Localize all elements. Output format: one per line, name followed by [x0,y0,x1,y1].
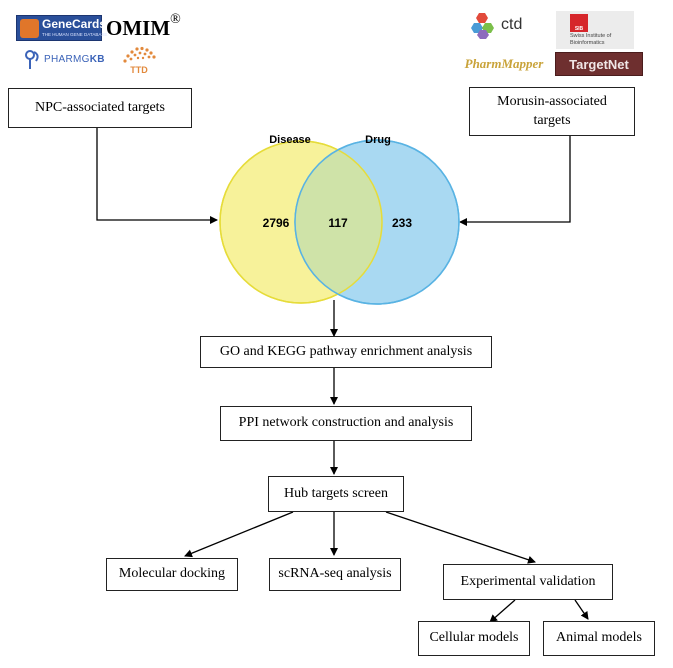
arrow-experimental-to-animal [574,599,589,620]
ctd-logo: ctd [470,10,532,40]
molecular-docking-box: Molecular docking [106,558,238,591]
arrow-experimental-to-cellular [489,599,516,623]
arrow-hub-to-experimental [385,511,536,564]
genecards-name: GeneCards [42,17,107,31]
venn-right-only-count: 233 [392,216,412,230]
genecards-tagline: THE HUMAN GENE DATABASE [42,32,108,37]
venn-overlap-count: 117 [328,216,348,230]
ttd-logo: TTD [114,44,164,76]
omim-registered-mark: ® [170,12,181,27]
pharmgkb-emblem-icon [25,50,39,69]
pharmmapper-name: PharmMapper [464,56,544,71]
venn-diagram: Disease Drug 2796 117 233 [219,134,460,305]
pharmgkb-name-part1: PHARMG [44,53,90,65]
sib-badge-text: SIB [574,26,584,32]
scrna-seq-box: scRNA-seq analysis [269,558,401,591]
morusin-targets-box: Morusin-associated targets [469,87,635,136]
sib-badge-icon: SIB [570,14,588,32]
venn-left-label: Disease [269,134,311,146]
cellular-models-box: Cellular models [418,621,530,656]
genecards-logo: GeneCards THE HUMAN GENE DATABASE [16,15,108,41]
venn-left-only-count: 2796 [263,216,290,230]
experimental-validation-box: Experimental validation [443,564,613,600]
genecards-emblem-icon [20,19,39,38]
pharmgkb-logo: PHARMGKB [24,46,110,72]
ppi-box: PPI network construction and analysis [220,406,472,441]
morusin-line2: targets [533,112,571,128]
pharmmapper-logo: PharmMapper [458,54,550,74]
venn-right-label: Drug [365,134,391,146]
ctd-hexagons-icon [471,13,494,39]
ttd-name: TTD [130,65,148,75]
targetnet-logo: TargetNet [555,52,643,76]
enrichment-box: GO and KEGG pathway enrichment analysis [200,336,492,368]
hub-targets-box: Hub targets screen [268,476,404,512]
targetnet-name: TargetNet [569,56,629,72]
omim-name: OMIM [106,15,171,40]
morusin-line1: Morusin-associated [497,93,607,109]
npc-targets-box: NPC-associated targets [8,88,192,128]
pharmgkb-name-part2: KB [89,53,105,65]
ttd-dots-icon [123,46,156,63]
omim-logo: OMIM ® [106,12,184,42]
arrow-morusin-to-venn [459,136,571,226]
ctd-name: ctd [501,16,523,33]
sib-logo: SIB Swiss Institute of Bioinformatics [556,11,634,49]
sib-line2: Bioinformatics [570,39,605,46]
sib-line1: Swiss Institute of [570,33,612,39]
animal-models-box: Animal models [543,621,655,656]
venn-overlap-region [295,141,382,303]
arrow-npc-to-venn [96,127,218,224]
arrow-hub-to-docking [184,511,294,558]
